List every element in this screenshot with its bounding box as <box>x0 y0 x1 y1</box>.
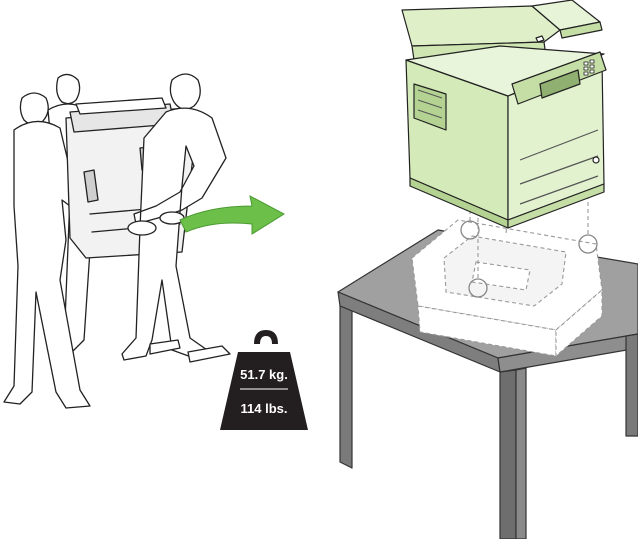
weight-badge: 51.7 kg. 114 lbs. <box>220 330 308 430</box>
table-leg-front <box>499 369 517 539</box>
printer-keypad <box>583 59 595 76</box>
people-carrying-printer <box>3 73 231 409</box>
table-leg-right <box>625 333 638 437</box>
weight-lbs-label: 114 lbs. <box>241 401 288 416</box>
alignment-pin-icon <box>468 278 488 298</box>
printer-adf <box>401 5 561 47</box>
move-arrow-icon <box>179 195 286 235</box>
printer-touchscreen <box>539 69 581 99</box>
person-right <box>121 73 231 363</box>
table-leg-front-left <box>339 305 353 469</box>
weight-kg-label: 51.7 kg. <box>240 367 288 382</box>
weight-icon <box>220 352 308 430</box>
optional-tray <box>411 219 603 358</box>
alignment-pin-icon <box>578 234 598 254</box>
printer-output-bin <box>413 83 447 131</box>
printer <box>401 0 607 229</box>
printer-power-button-icon <box>592 156 600 164</box>
